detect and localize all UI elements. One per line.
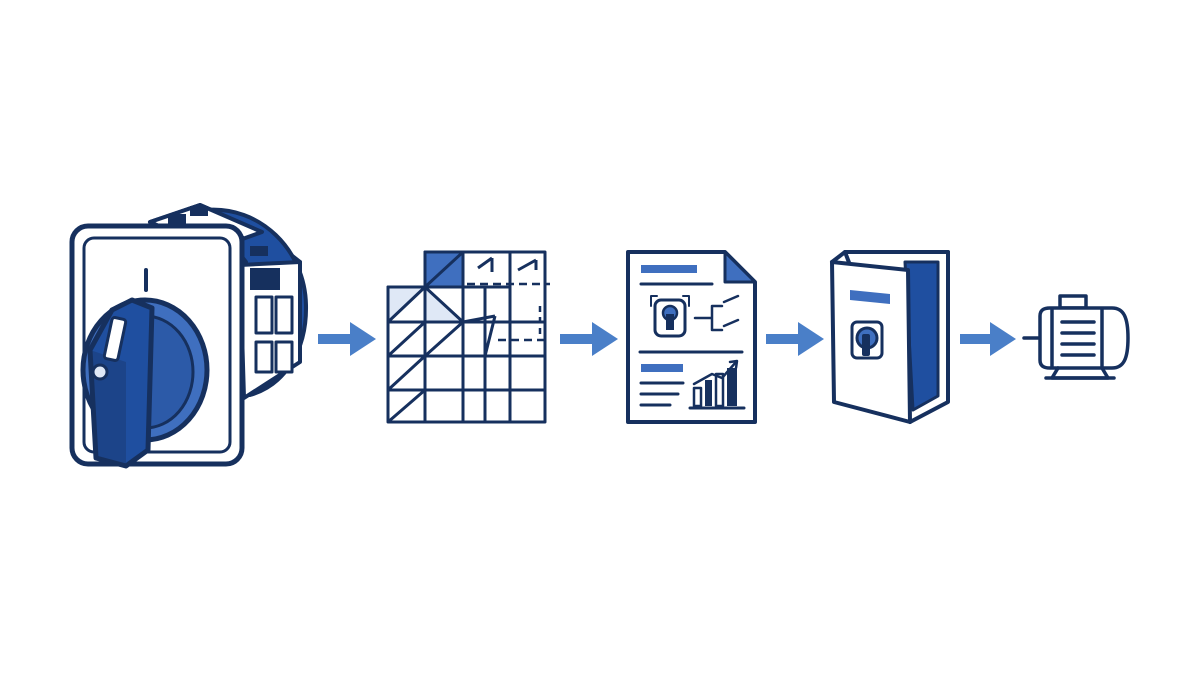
enclosure-cabinet-icon (830, 250, 950, 424)
flow-arrow (560, 322, 618, 356)
switching-grid-icon (386, 250, 550, 424)
electric-motor-icon (1022, 294, 1130, 380)
datasheet-document-icon (626, 250, 757, 424)
flow-arrow (318, 322, 376, 356)
flow-arrow (766, 322, 824, 356)
flow-arrow (960, 322, 1016, 356)
rotary-cam-switch-icon (69, 203, 309, 469)
